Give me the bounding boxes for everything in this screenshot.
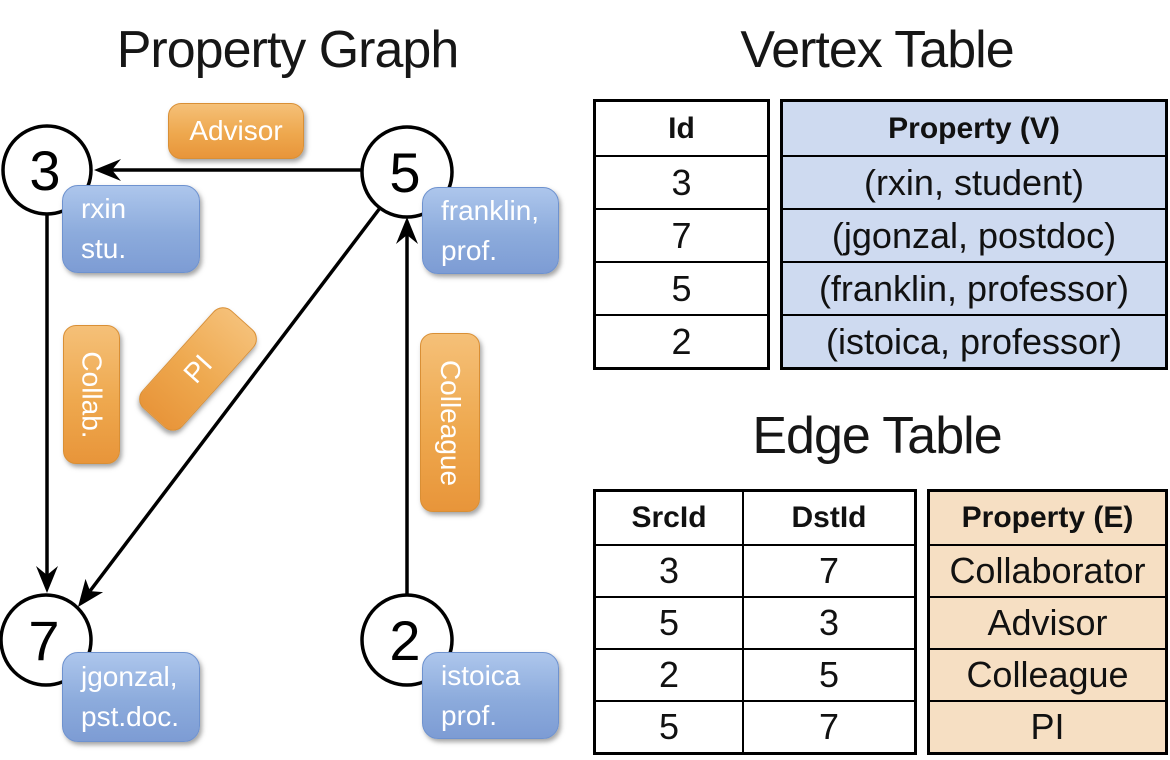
edge-table: SrcId DstId 3 7 5 3 2 5 5 7 Property (E)… — [593, 489, 1168, 755]
edge-label-advisor: Advisor — [168, 103, 304, 159]
edge-table-row-property: PI — [930, 700, 1165, 752]
vertex-2-property-line2: prof. — [441, 699, 498, 731]
edge-label-advisor-text: Advisor — [189, 115, 283, 146]
vertex-table-row-property: (franklin, professor) — [783, 261, 1165, 314]
edge-table-srcid-header: SrcId — [631, 501, 707, 534]
vertex-table-row-id: 2 — [596, 314, 767, 367]
vertex-table-row-property: (rxin, student) — [783, 155, 1165, 208]
edge-table-row-property: Advisor — [930, 596, 1165, 648]
vertex-5-property-line1: franklin, — [441, 194, 540, 226]
vertex-3-property-line2: stu. — [81, 233, 127, 264]
edge-table-row-src: 5 — [596, 596, 742, 648]
edge-table-property-header: Property (E) — [930, 492, 1165, 544]
vertex-table-column-gap — [770, 99, 780, 370]
vertex-table-property-header: Property (V) — [783, 102, 1165, 155]
vertex-table: Id 3 7 5 2 Property (V) (rxin, student) … — [593, 99, 1168, 370]
edge-3-7-arrowhead — [36, 566, 58, 593]
edge-2-5-arrowhead — [396, 217, 418, 244]
edge-table-row-property: Collaborator — [930, 544, 1165, 596]
edge-table-row-dst: 5 — [742, 648, 914, 700]
edge-table-dstid-header: DstId — [742, 492, 914, 544]
edge-5-3-arrowhead — [94, 159, 121, 181]
vertex-3-property-line1: rxin — [81, 193, 127, 224]
vertex-3-id: 3 — [29, 138, 61, 202]
vertex-table-id-header: Id — [668, 111, 695, 145]
vertex-7-id: 7 — [28, 608, 60, 672]
edge-label-colleague-text: Colleague — [435, 359, 467, 486]
edge-table-row-dst: 3 — [742, 596, 914, 648]
edge-table-column-gap — [917, 489, 927, 755]
vertex-7-property-box: jgonzal, pst.doc. — [62, 652, 200, 742]
vertex-table-id-column: Id 3 7 5 2 — [593, 99, 770, 370]
edge-table-row-property: Colleague — [930, 648, 1165, 700]
vertex-2-property-line1: istoica — [441, 659, 521, 691]
vertex-2-property-box: istoica prof. — [422, 652, 559, 739]
edge-table-row-src: 2 — [596, 648, 742, 700]
vertex-7-property-line2: pst.doc. — [81, 701, 180, 732]
graph-title: Property Graph — [116, 21, 460, 79]
edge-label-collab: Collab. — [63, 325, 120, 464]
vertex-table-property-column: Property (V) (rxin, student) (jgonzal, p… — [780, 99, 1168, 370]
edge-label-pi-text: PI — [177, 348, 219, 389]
edge-5-7-arrowhead — [78, 578, 104, 607]
vertex-2-id: 2 — [389, 608, 421, 672]
vertex-7-property-line1: jgonzal, — [81, 661, 178, 692]
vertex-5-property-line2: prof. — [441, 234, 498, 266]
edge-table-property-column: Property (E) Collaborator Advisor Collea… — [927, 489, 1168, 755]
vertex-3-property-box: rxin stu. — [62, 185, 200, 273]
edge-5-7-line — [88, 206, 382, 593]
edge-table-ids-columns: SrcId DstId 3 7 5 3 2 5 5 7 — [593, 489, 917, 755]
edge-table-row-src: 3 — [596, 544, 742, 596]
vertex-table-title: Vertex Table — [740, 21, 1014, 79]
vertex-table-row-id: 3 — [596, 155, 767, 208]
vertex-table-row-property: (jgonzal, postdoc) — [783, 208, 1165, 261]
vertex-5-property-box: franklin, prof. — [422, 187, 559, 274]
vertex-table-row-id: 5 — [596, 261, 767, 314]
vertex-5-id: 5 — [389, 140, 421, 204]
edge-label-collab-text: Collab. — [76, 350, 108, 439]
vertex-table-row-id: 7 — [596, 208, 767, 261]
vertex-table-row-property: (istoica, professor) — [783, 314, 1165, 367]
edge-table-title: Edge Table — [752, 407, 1002, 465]
edge-table-row-dst: 7 — [742, 544, 914, 596]
edge-table-row-src: 5 — [596, 700, 742, 752]
edge-table-row-dst: 7 — [742, 700, 914, 752]
edge-label-colleague: Colleague — [420, 333, 480, 512]
